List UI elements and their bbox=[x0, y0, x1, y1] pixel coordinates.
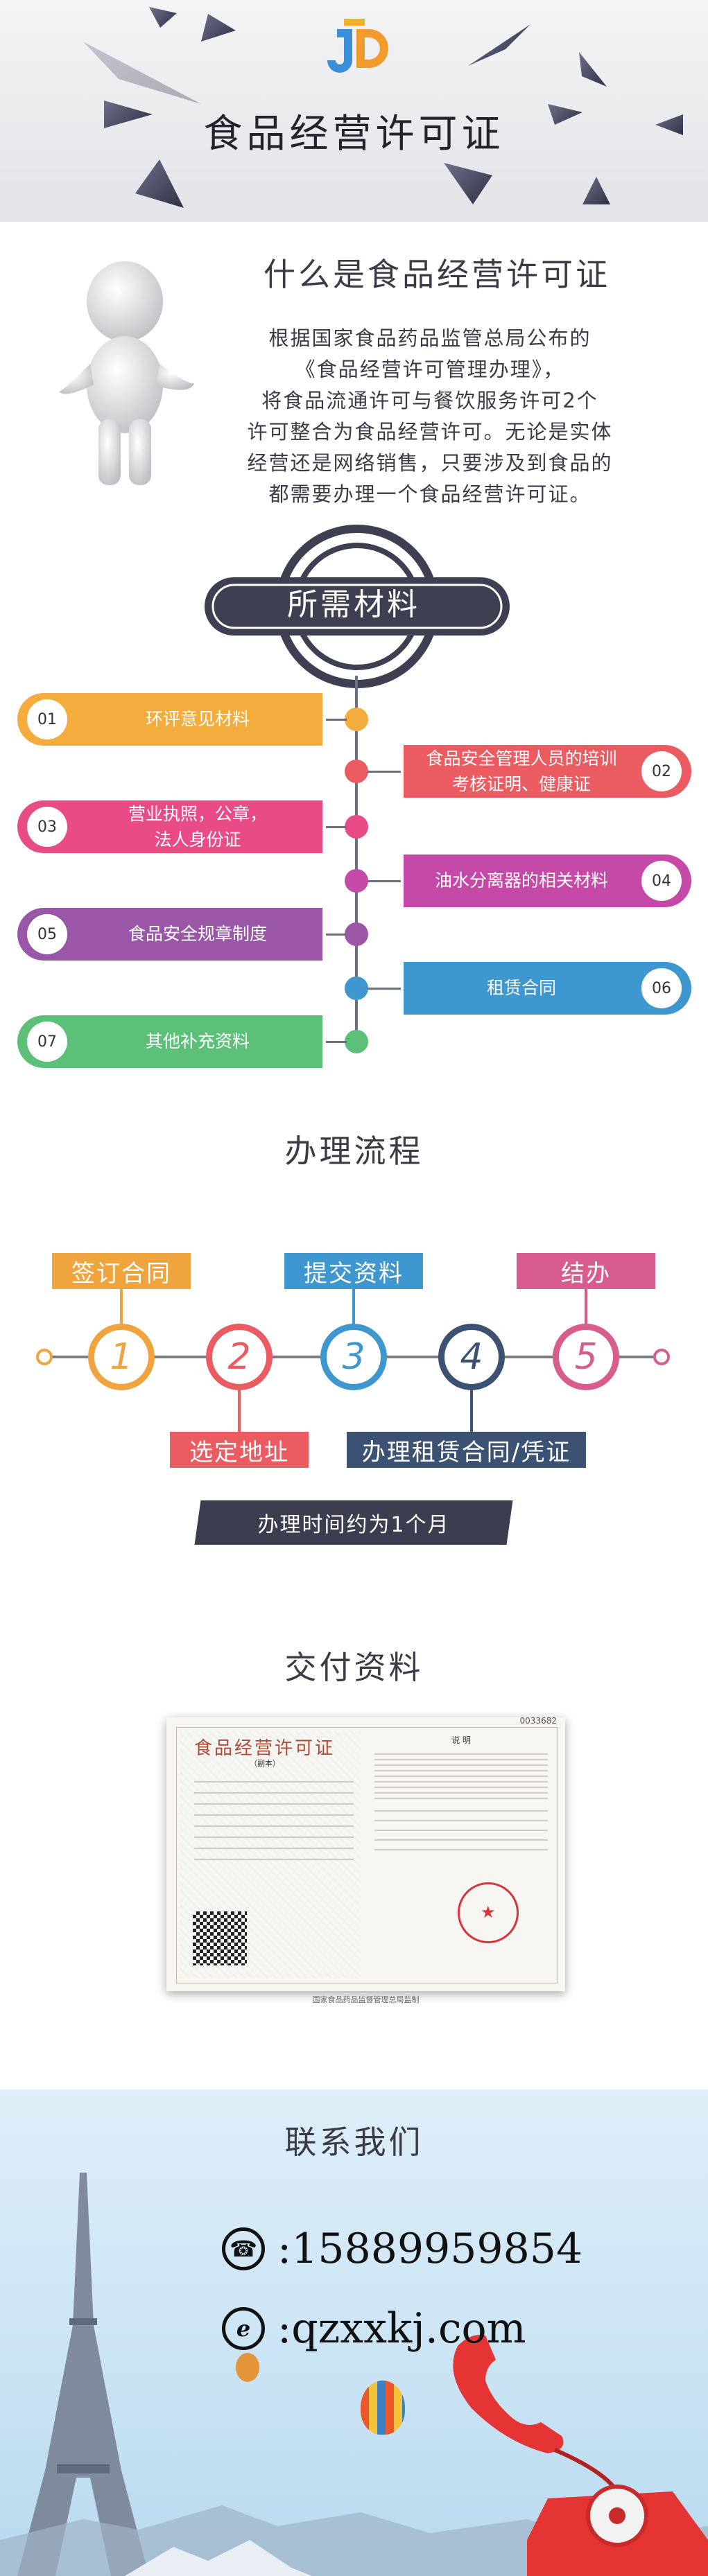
material-text: 营业执照，公章， 法人身份证 bbox=[128, 803, 267, 850]
process-step-label: 结办 bbox=[517, 1253, 655, 1289]
material-number: 07 bbox=[27, 1022, 67, 1062]
red-telephone-illustration bbox=[453, 2335, 708, 2576]
process-step-label: 选定地址 bbox=[170, 1432, 309, 1468]
material-connector bbox=[326, 826, 347, 828]
material-text: 食品安全规章制度 bbox=[128, 924, 267, 945]
process-step-stem bbox=[238, 1389, 241, 1432]
material-connector bbox=[326, 1041, 347, 1043]
material-item: 04 油水分离器的相关材料 bbox=[404, 855, 691, 907]
process-step-circle: 5 bbox=[553, 1324, 619, 1390]
phone-row[interactable]: ☎ :15889959854 bbox=[222, 2225, 582, 2273]
intro-text-line: 《食品经营许可管理办理》， bbox=[295, 358, 565, 381]
material-timeline-dot bbox=[345, 1030, 368, 1053]
header-banner: 食品经营许可证 bbox=[0, 0, 708, 222]
material-number: 01 bbox=[27, 699, 67, 739]
material-number: 04 bbox=[641, 861, 682, 901]
material-timeline-dot bbox=[345, 815, 368, 839]
process-step-circle: 3 bbox=[320, 1324, 387, 1390]
hot-air-balloon-icon bbox=[361, 2381, 405, 2435]
process-step-stem bbox=[120, 1289, 123, 1325]
material-connector bbox=[326, 719, 347, 721]
shard-decoration bbox=[582, 177, 610, 204]
shard-decoration bbox=[83, 42, 201, 104]
license-document-image: 0033682 食品经营许可证 （副本） 说 明 ★ bbox=[166, 1716, 565, 1991]
material-item: 05 食品安全规章制度 bbox=[17, 908, 322, 961]
material-timeline-dot bbox=[345, 869, 368, 893]
website-link[interactable]: :qzxxkj.com bbox=[277, 2304, 526, 2353]
material-item: 01 环评意见材料 bbox=[17, 693, 322, 746]
material-text: 其他补充资料 bbox=[145, 1031, 250, 1052]
material-item: 03 营业执照，公章， 法人身份证 bbox=[17, 800, 322, 853]
website-row[interactable]: e :qzxxkj.com bbox=[222, 2304, 526, 2353]
material-timeline-dot bbox=[345, 976, 368, 1000]
internet-explorer-icon: e bbox=[222, 2307, 265, 2350]
material-text: 租赁合同 bbox=[486, 978, 556, 999]
material-item: 02 食品安全管理人员的培训 考核证明、健康证 bbox=[404, 745, 691, 798]
materials-timeline bbox=[355, 676, 358, 1050]
process-step-circle: 2 bbox=[206, 1324, 273, 1390]
shard-decoration bbox=[149, 7, 177, 28]
material-text: 食品安全管理人员的培训 考核证明、健康证 bbox=[426, 748, 617, 795]
eiffel-tower-illustration bbox=[17, 2173, 149, 2576]
material-text: 环评意见材料 bbox=[145, 709, 250, 730]
license-subheader: （副本） bbox=[250, 1759, 280, 1768]
process-step-stem bbox=[585, 1289, 587, 1325]
materials-title: 所需材料 bbox=[287, 587, 420, 622]
contact-section bbox=[0, 2089, 708, 2576]
material-number: 06 bbox=[641, 968, 682, 1008]
material-timeline-dot bbox=[345, 922, 368, 946]
delivery-title: 交付资料 bbox=[284, 1649, 424, 1686]
phone-number[interactable]: :15889959854 bbox=[277, 2225, 583, 2273]
process-step-label: 签订合同 bbox=[52, 1253, 191, 1289]
license-header: 食品经营许可证 bbox=[194, 1738, 336, 1758]
process-step-circle: 4 bbox=[438, 1324, 505, 1390]
process-line-end-dot bbox=[653, 1349, 670, 1365]
process-step-label: 提交资料 bbox=[284, 1253, 423, 1289]
material-timeline-dot bbox=[345, 708, 368, 731]
material-item: 07 其他补充资料 bbox=[17, 1015, 322, 1068]
official-seal-icon: ★ bbox=[458, 1882, 519, 1943]
license-caption: 国家食品药品监督管理总局监制 bbox=[312, 1995, 420, 2004]
material-number: 02 bbox=[641, 751, 682, 791]
shard-decoration bbox=[468, 24, 530, 66]
process-line-start-dot bbox=[36, 1349, 53, 1365]
qr-code-icon bbox=[193, 1911, 247, 1965]
process-title: 办理流程 bbox=[284, 1132, 424, 1170]
jc-logo-icon bbox=[327, 19, 388, 73]
intro-text-line: 许可整合为食品经营许可。无论是实体 bbox=[247, 420, 613, 444]
material-text: 油水分离器的相关材料 bbox=[434, 870, 608, 891]
license-serial: 0033682 bbox=[519, 1716, 557, 1726]
3d-person-illustration bbox=[59, 261, 194, 485]
process-step-stem bbox=[352, 1289, 355, 1325]
process-step-circle: 1 bbox=[88, 1324, 155, 1390]
material-number: 03 bbox=[27, 807, 67, 847]
material-timeline-dot bbox=[345, 760, 368, 783]
material-connector bbox=[368, 880, 401, 882]
time-note: 办理时间约为1个月 bbox=[257, 1513, 450, 1537]
intro-text-line: 都需要办理一个食品经营许可证。 bbox=[268, 482, 592, 506]
process-step-stem bbox=[470, 1389, 473, 1432]
intro-text-line: 根据国家食品药品监管总局公布的 bbox=[268, 326, 592, 350]
shard-decoration bbox=[579, 52, 607, 87]
shard-decoration bbox=[135, 159, 184, 208]
process-step-label: 办理租赁合同/凭证 bbox=[347, 1432, 586, 1468]
material-connector bbox=[326, 934, 347, 936]
material-item: 06 租赁合同 bbox=[404, 962, 691, 1015]
material-number: 05 bbox=[27, 914, 67, 954]
shard-decoration bbox=[444, 163, 492, 204]
license-notes-title: 说 明 bbox=[451, 1735, 471, 1745]
material-connector bbox=[368, 771, 401, 773]
contact-title: 联系我们 bbox=[284, 2123, 424, 2161]
intro-text-line: 经营还是网络销售，只要涉及到食品的 bbox=[247, 451, 613, 475]
page-title: 食品经营许可证 bbox=[203, 112, 505, 157]
balloon-icon bbox=[236, 2353, 259, 2382]
license-notes bbox=[374, 1749, 548, 1859]
telephone-icon: ☎ bbox=[222, 2227, 265, 2270]
intro-title: 什么是食品经营许可证 bbox=[264, 256, 610, 293]
material-connector bbox=[368, 988, 401, 990]
shard-decoration bbox=[201, 14, 236, 42]
license-fields bbox=[194, 1774, 354, 1870]
intro-text-line: 将食品流通许可与餐饮服务许可2个 bbox=[261, 389, 598, 412]
